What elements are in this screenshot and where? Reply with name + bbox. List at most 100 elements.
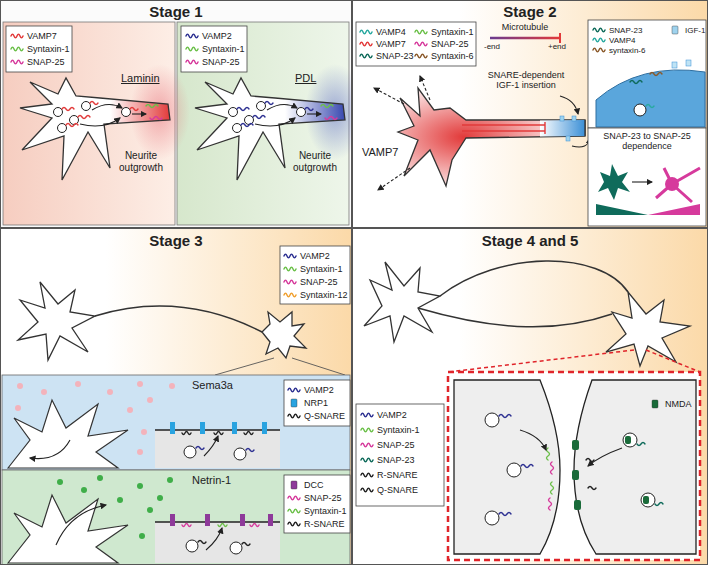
legend-swatch (287, 480, 301, 490)
legend-sample (652, 400, 658, 408)
legend-entry: SNAP-25 (287, 492, 342, 504)
legend-sample (291, 481, 297, 489)
legend-text: Syntaxin-1 (431, 27, 474, 37)
legend-sample (11, 34, 23, 38)
legend-sample (288, 496, 300, 500)
legend-entry: SNAP-25 (185, 56, 240, 68)
legend-entry: Syntaxin-1 (287, 505, 347, 517)
legend-text: VAMP2 (304, 385, 334, 395)
legend-sample (186, 47, 198, 51)
legend-sample (186, 34, 198, 38)
cue-panel: Sema3a (2, 375, 350, 470)
legend-swatch (10, 31, 24, 41)
legend-text: SNAP-25 (431, 39, 469, 49)
annotation-label: VAMP7 (362, 146, 402, 159)
legend-sample (361, 488, 373, 492)
legend-sample (415, 30, 427, 34)
stage-panel: Stage 4 and 5 (352, 228, 708, 565)
legend-text: VAMP7 (376, 39, 406, 49)
legend-swatch (592, 45, 606, 55)
legend-entry: VAMP4 (359, 26, 406, 38)
legend-swatch (360, 410, 374, 420)
legend-text: SNAP-23 (376, 51, 414, 61)
legend-sample (284, 280, 296, 284)
legend-entry: VAMP4 (592, 34, 636, 46)
legend-swatch (414, 51, 428, 61)
legend-sample (284, 267, 296, 271)
annotation-label: SNARE-dependent IGF-1 insertion (478, 70, 574, 91)
annotation-label: Microtubule (495, 22, 555, 32)
stage-title: Stage 3 (0, 232, 352, 249)
legend-swatch (283, 251, 297, 261)
legend-sample (360, 30, 372, 34)
annotation-label: +end (548, 42, 574, 51)
legend-text: NMDA (665, 399, 692, 409)
legend-sample (11, 60, 23, 64)
legend-text: SNAP-25 (202, 57, 240, 67)
legend-swatch (360, 470, 374, 480)
panel-text: Netrin-1 (192, 474, 262, 487)
legend-swatch (287, 411, 301, 421)
legend-sample (672, 26, 678, 34)
legend-swatch (287, 506, 301, 516)
legend-entry: R-SNARE (287, 518, 345, 530)
legend-swatch (185, 57, 199, 67)
legend-swatch (185, 31, 199, 41)
legend-swatch (287, 519, 301, 529)
legend-entry: VAMP2 (360, 409, 407, 421)
legend-text: VAMP4 (609, 36, 636, 45)
legend-swatch (648, 399, 662, 409)
legend-swatch (10, 44, 24, 54)
legend-sample (415, 42, 427, 46)
legend-entry: Syntaxin-1 (10, 43, 70, 55)
legend-entry: SNAP-23 (360, 454, 415, 466)
panel-text: Neurite outgrowth (113, 150, 169, 173)
legend-swatch (283, 277, 297, 287)
legend-text: SNAP-23 (377, 455, 415, 465)
stage-title: Stage 1 (0, 3, 352, 20)
legend-sample (593, 48, 605, 52)
stage-title: Stage 4 and 5 (352, 232, 708, 249)
legend-sample (284, 254, 296, 258)
legend-text: VAMP4 (376, 27, 406, 37)
legend-text: syntaxin-6 (609, 46, 645, 55)
legend-sample (288, 509, 300, 513)
legend-sample (284, 293, 296, 297)
legend-entry: VAMP7 (10, 30, 57, 42)
legend-sample (361, 473, 373, 477)
legend-sample (291, 399, 297, 407)
legend-sample (415, 54, 427, 58)
legend-entry: Syntaxin-1 (360, 424, 420, 436)
panel-text: PDL (295, 72, 345, 85)
legend-sample (360, 54, 372, 58)
legend-swatch (287, 398, 301, 408)
legend-entry: VAMP2 (283, 250, 330, 262)
panel-text: Sema3a (192, 379, 262, 392)
legend-entry: Syntaxin-1 (185, 43, 245, 55)
legend-entry: SNAP-25 (360, 439, 415, 451)
legend-entry: DCC (287, 479, 324, 491)
legend-text: IGF-1 (685, 26, 705, 35)
legend-swatch (592, 25, 606, 35)
legend-entry: Syntaxin-12 (283, 289, 348, 301)
legend-entry: VAMP2 (287, 384, 334, 396)
legend-entry: SNAP-25 (283, 276, 338, 288)
legend-text: Syntaxin-1 (304, 506, 347, 516)
legend-text: Q-SNARE (377, 485, 418, 495)
stage-title: Stage 2 (352, 3, 708, 20)
legend-entry: Q-SNARE (360, 484, 418, 496)
legend-swatch (414, 39, 428, 49)
legend-sample (288, 388, 300, 392)
legend-entry: SNAP-23 (359, 50, 414, 62)
legend-swatch (359, 27, 373, 37)
legend-entry: SNAP-25 (10, 56, 65, 68)
legend-sample (288, 522, 300, 526)
legend-text: SNAP-23 (609, 26, 642, 35)
legend-entry: Syntaxin-1 (283, 263, 343, 275)
legend-swatch (668, 25, 682, 35)
legend-entry: SNAP-23 (592, 24, 642, 36)
legend-text: Syntaxin-6 (431, 51, 474, 61)
legend-sample (360, 42, 372, 46)
